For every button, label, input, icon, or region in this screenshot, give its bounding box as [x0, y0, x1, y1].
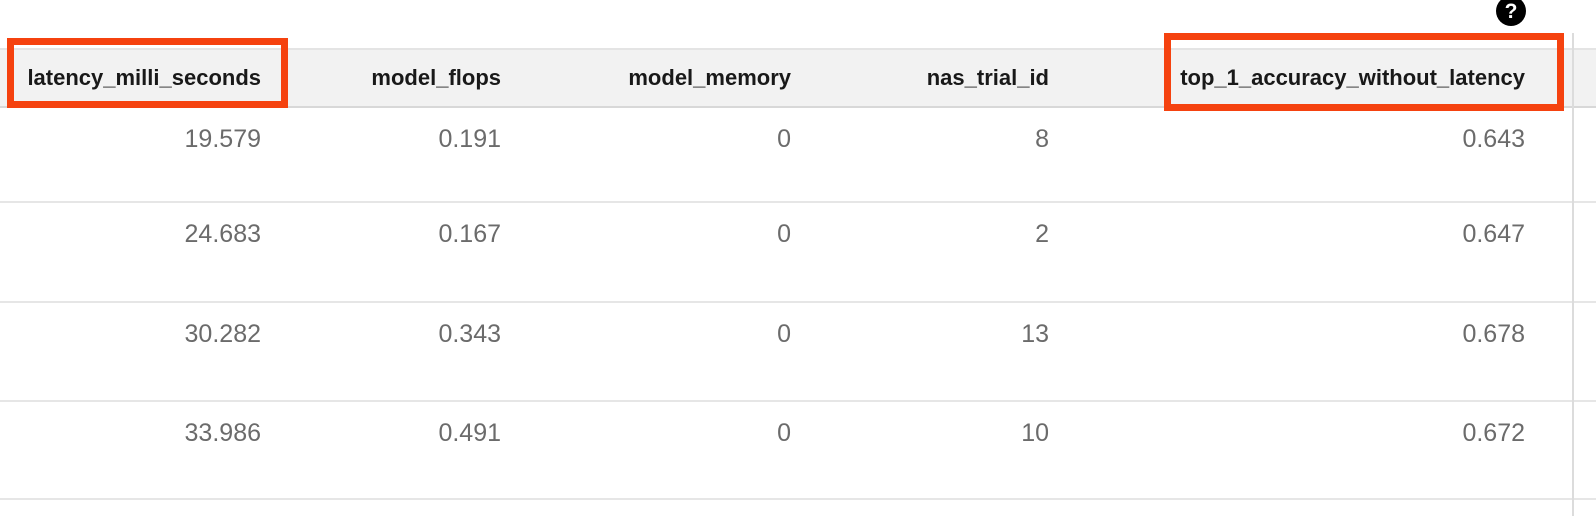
table-cell-memory: 0 [777, 125, 791, 153]
table-cell-memory: 0 [777, 320, 791, 348]
table-cell-trial-id: 2 [1035, 220, 1049, 248]
column-header-label: nas_trial_id [926, 65, 1049, 90]
top-bar: ? [0, 0, 1596, 48]
column-header-label: model_memory [628, 65, 791, 90]
table-row: 19.579 0.191 0 8 0.643 [0, 108, 1596, 203]
table-cell-memory: 0 [777, 419, 791, 447]
column-header-top-1-accuracy-without-latency[interactable]: top_1_accuracy_without_latency [1073, 50, 1573, 106]
table-cell-flops: 0.191 [438, 125, 501, 153]
column-header-spacer [1573, 50, 1596, 106]
metrics-table: latency_milli_seconds model_flops model_… [0, 48, 1596, 514]
table-cell-flops: 0.343 [438, 320, 501, 348]
table-cell-latency: 30.282 [184, 320, 261, 348]
table-cell-flops: 0.167 [438, 220, 501, 248]
column-header-label: top_1_accuracy_without_latency [1180, 65, 1525, 90]
table-row: 33.986 0.491 0 10 0.672 [0, 402, 1596, 500]
table-header-row: latency_milli_seconds model_flops model_… [0, 48, 1596, 108]
table-row: 24.683 0.167 0 2 0.647 [0, 203, 1596, 303]
table-cell-accuracy: 0.672 [1462, 419, 1525, 447]
table-cell-accuracy: 0.647 [1462, 220, 1525, 248]
table-row-partial [0, 500, 1596, 514]
table-cell-memory: 0 [777, 220, 791, 248]
column-divider [1572, 33, 1574, 516]
column-header-model-flops[interactable]: model_flops [285, 50, 525, 106]
help-icon[interactable]: ? [1496, 0, 1526, 26]
column-header-label: latency_milli_seconds [27, 65, 261, 90]
table-cell-spacer [1573, 108, 1596, 201]
table-cell-latency: 33.986 [184, 419, 261, 447]
table-cell-spacer [1573, 402, 1596, 498]
table-cell-latency: 19.579 [184, 125, 261, 153]
help-icon-glyph: ? [1504, 0, 1518, 23]
column-header-label: model_flops [371, 65, 501, 90]
table-row: 30.282 0.343 0 13 0.678 [0, 303, 1596, 402]
table-cell-latency: 24.683 [184, 220, 261, 248]
table-cell-trial-id: 13 [1021, 320, 1049, 348]
table-cell-spacer [1573, 303, 1596, 400]
table-cell-accuracy: 0.678 [1462, 320, 1525, 348]
table-cell-trial-id: 8 [1035, 125, 1049, 153]
table-cell-spacer [1573, 203, 1596, 301]
column-header-latency-milli-seconds[interactable]: latency_milli_seconds [0, 50, 285, 106]
column-header-nas-trial-id[interactable]: nas_trial_id [815, 50, 1073, 106]
table-cell-accuracy: 0.643 [1462, 125, 1525, 153]
column-header-model-memory[interactable]: model_memory [525, 50, 815, 106]
table-cell-flops: 0.491 [438, 419, 501, 447]
table-cell-trial-id: 10 [1021, 419, 1049, 447]
